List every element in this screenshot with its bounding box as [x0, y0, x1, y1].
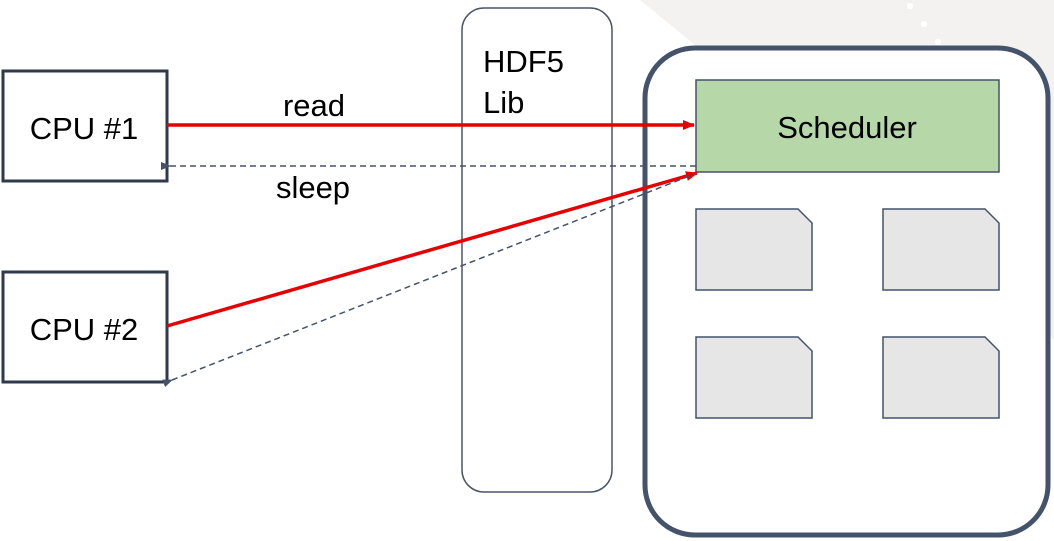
hdf5-lib-box	[461, 7, 613, 493]
sleep-label: sleep	[276, 170, 350, 205]
document-tile-icon	[695, 208, 813, 291]
document-tile-icon	[882, 208, 1000, 291]
cpu2-box	[1, 270, 169, 384]
cpu2-label: CPU #2	[30, 312, 139, 347]
cpu1-box	[1, 69, 169, 183]
cpu1-label: CPU #1	[30, 111, 139, 146]
scheduler-box	[695, 79, 1000, 173]
read-arrow-cpu2	[166, 171, 698, 328]
document-tile-icon	[695, 336, 813, 419]
sleep-arrow-cpu2	[162, 172, 698, 388]
document-tile-icon	[882, 336, 1000, 419]
read-label: read	[283, 88, 345, 123]
hdf5-lib-label-line2: Lib	[483, 85, 524, 120]
scheduler-label: Scheduler	[777, 110, 917, 145]
hdf5-lib-label-line1: HDF5	[483, 44, 564, 79]
